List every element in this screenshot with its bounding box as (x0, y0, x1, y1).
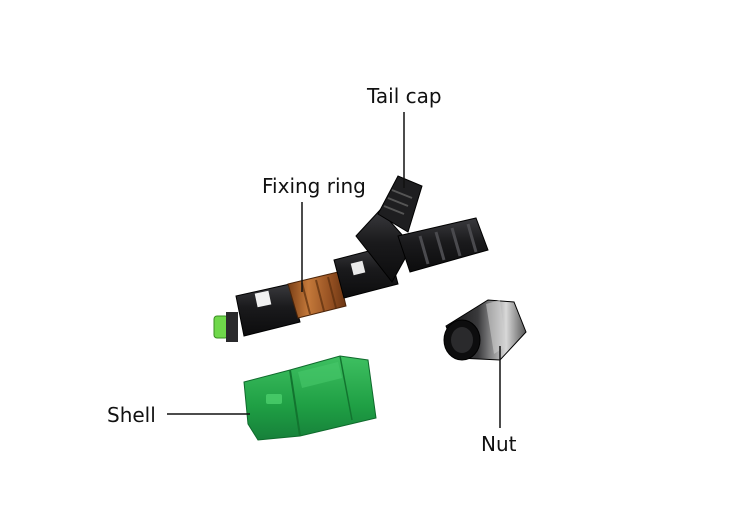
leader-lines (167, 112, 501, 428)
tail-cap (377, 175, 423, 233)
ferrule-tip (213, 315, 229, 339)
fixing-ring (287, 271, 347, 319)
label-fixing-ring: Fixing ring (262, 174, 366, 198)
label-shell: Shell (107, 403, 156, 427)
label-nut: Nut (481, 432, 517, 456)
connector-body (213, 175, 489, 342)
nut-part (443, 299, 527, 361)
label-tail-cap: Tail cap (367, 84, 442, 108)
tail-boot (397, 217, 489, 273)
shell-part (243, 355, 377, 441)
